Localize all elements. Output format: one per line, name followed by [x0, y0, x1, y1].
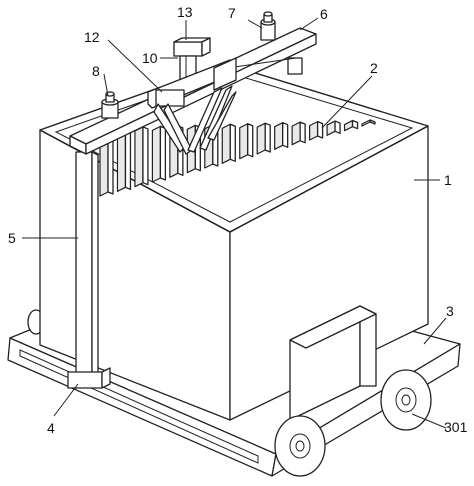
plate-edge: [334, 120, 341, 134]
plate: [291, 121, 301, 146]
callout-2: 2: [370, 60, 378, 76]
plate-edge: [299, 121, 306, 144]
plate-edge: [142, 126, 149, 186]
plate-edge: [351, 119, 359, 130]
callout-1: 1: [444, 172, 452, 188]
plate: [309, 121, 319, 141]
plate: [361, 119, 371, 127]
plate-edge: [124, 126, 132, 190]
plate: [326, 120, 336, 136]
callout-13: 13: [177, 4, 193, 20]
fork-blades: [153, 85, 237, 155]
callout-10: 10: [142, 50, 158, 66]
plate: [343, 119, 354, 132]
leader-lines: [22, 17, 447, 429]
column-right: [287, 57, 303, 75]
plate-edge: [247, 123, 254, 158]
plate-edge: [316, 120, 324, 139]
callout-7: 7: [228, 5, 236, 21]
callout-5: 5: [8, 230, 16, 246]
bolt-left: [101, 91, 119, 119]
callout-8: 8: [92, 63, 100, 79]
callout-4: 4: [47, 420, 55, 436]
plate: [221, 123, 231, 164]
callout-12: 12: [84, 29, 100, 45]
callout-301: 301: [444, 419, 468, 435]
bolt-top-right: [260, 11, 276, 41]
callout-6: 6: [320, 6, 328, 22]
plate-edge: [159, 125, 167, 181]
plate: [274, 122, 284, 150]
plate: [151, 125, 161, 183]
plate-edge: [264, 122, 271, 153]
plate-edge: [229, 123, 236, 162]
control-box: [289, 305, 377, 421]
callout-3: 3: [446, 303, 454, 319]
plate-edge: [282, 122, 289, 148]
column-left: [67, 151, 111, 389]
carriage-block: [147, 57, 237, 109]
front-wheels: [274, 369, 432, 477]
plate: [134, 126, 144, 188]
plate: [239, 123, 249, 160]
plate-edge: [369, 119, 376, 125]
plate: [256, 122, 266, 155]
